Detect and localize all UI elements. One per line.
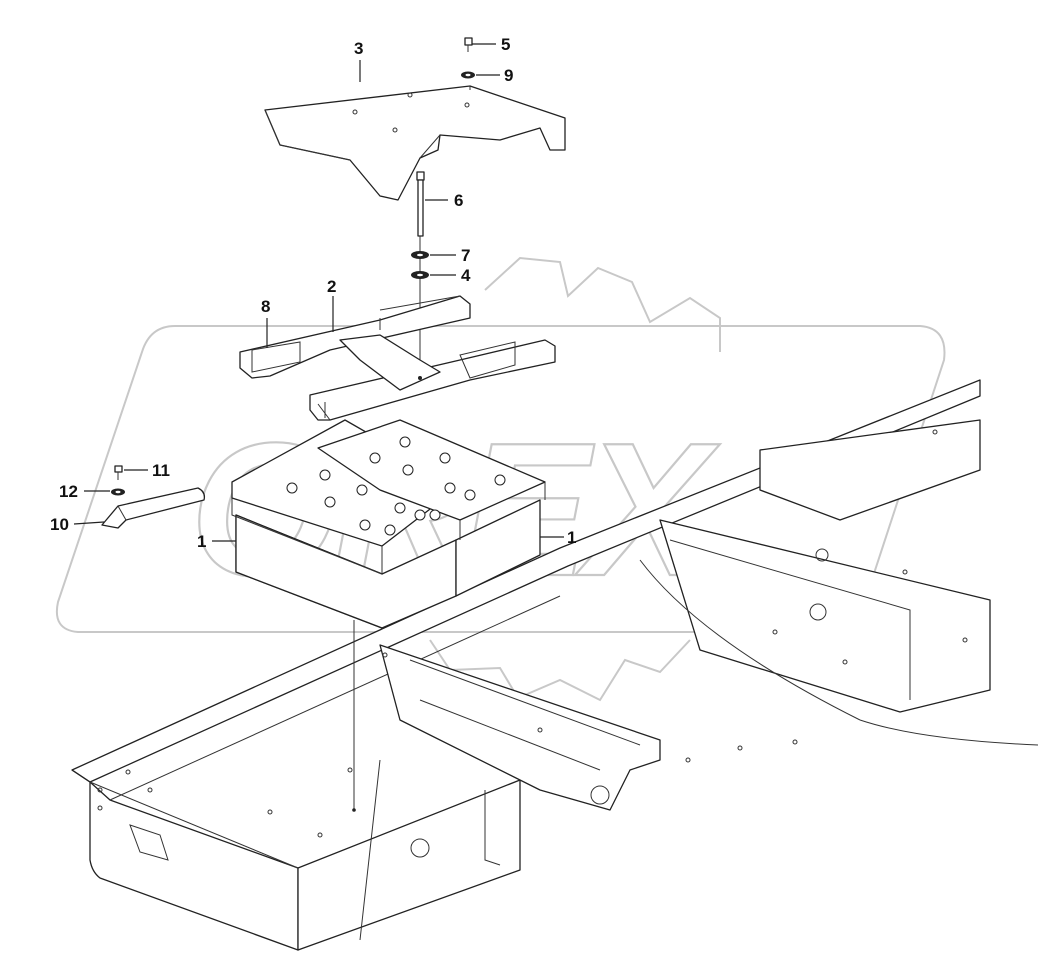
callout-6: 6 [454,191,463,210]
callout-8: 8 [261,297,270,316]
leader-lines [73,43,564,542]
watermark-gear [429,256,721,702]
washer-7 [411,251,429,259]
callout-12: 12 [59,482,78,501]
callout-11: 11 [152,461,170,480]
callout-2: 2 [327,277,336,296]
callout-5: 5 [501,35,510,54]
chassis-frame [71,379,1038,951]
callout-1-right: 1 [567,528,576,547]
washer-12 [111,488,125,496]
battery-1-right [317,419,546,597]
callout-3: 3 [354,39,363,58]
washer-4 [411,271,429,279]
cable-sleeve-10 [101,487,206,529]
bolt-11 [114,465,123,480]
callout-1-left: 1 [197,532,206,551]
battery-terminals [286,436,506,536]
hold-down-bracket-2 [239,295,556,421]
washer-9 [461,71,475,79]
callout-10: 10 [50,515,69,534]
mounting-point [352,808,356,812]
callout-7: 7 [461,246,470,265]
battery-cover [264,85,566,201]
bolt-5 [464,37,473,52]
callout-9: 9 [504,66,513,85]
callout-4: 4 [461,266,471,285]
